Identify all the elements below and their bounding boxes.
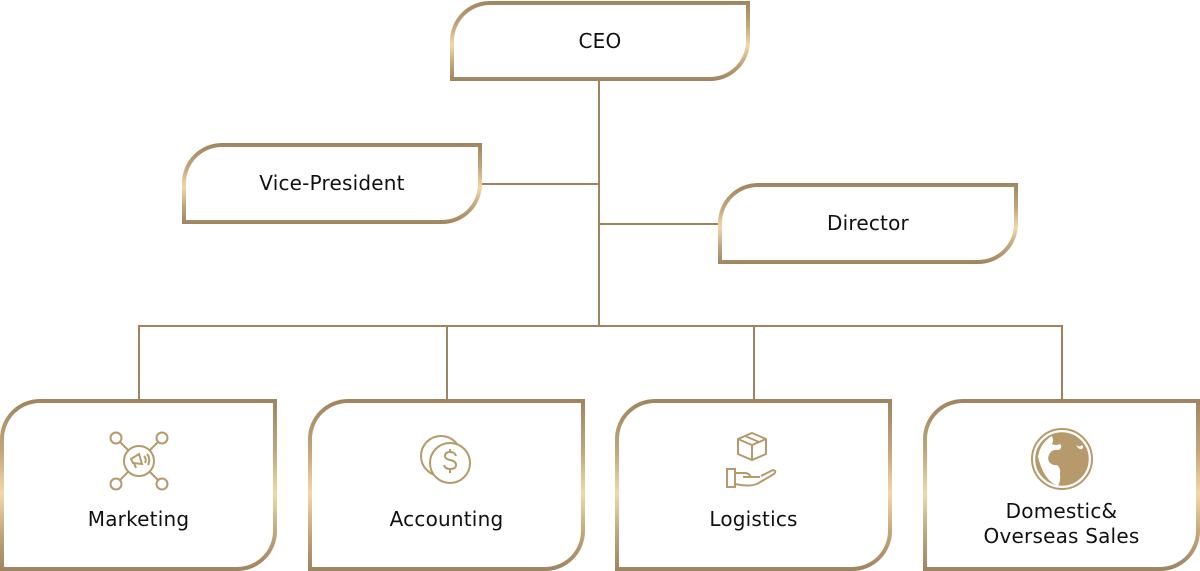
vice-president-label: Vice-President (259, 171, 405, 195)
connector-director (598, 223, 720, 225)
sales-label-line1: Domestic& (1005, 499, 1118, 523)
logistics-node: Logistics (615, 399, 892, 571)
megaphone-network-icon (109, 431, 168, 491)
director-node: Director (718, 183, 1018, 264)
marketing-node: Marketing (0, 399, 277, 571)
logistics-label: Logistics (709, 507, 798, 531)
globe-icon (1030, 428, 1093, 490)
connector-marketing (138, 325, 140, 401)
accounting-label: Accounting (389, 507, 504, 531)
connector-accounting (446, 325, 448, 401)
ceo-node: CEO (450, 1, 750, 81)
director-label: Director (827, 211, 909, 235)
connector-vice-president (480, 183, 600, 185)
ceo-label: CEO (578, 28, 622, 53)
coins-dollar-icon (419, 435, 471, 484)
sales-label-line2: Overseas Sales (983, 524, 1140, 548)
accounting-node: Accounting (308, 399, 585, 571)
connector-ceo-trunk (598, 80, 600, 327)
connector-departments-bus (138, 325, 1063, 327)
vice-president-node: Vice-President (182, 143, 482, 224)
hand-box-icon (725, 431, 776, 488)
connector-logistics (753, 325, 755, 401)
connector-sales (1061, 325, 1063, 401)
marketing-label: Marketing (87, 507, 190, 531)
sales-node: Domestic& Overseas Sales (923, 399, 1200, 571)
